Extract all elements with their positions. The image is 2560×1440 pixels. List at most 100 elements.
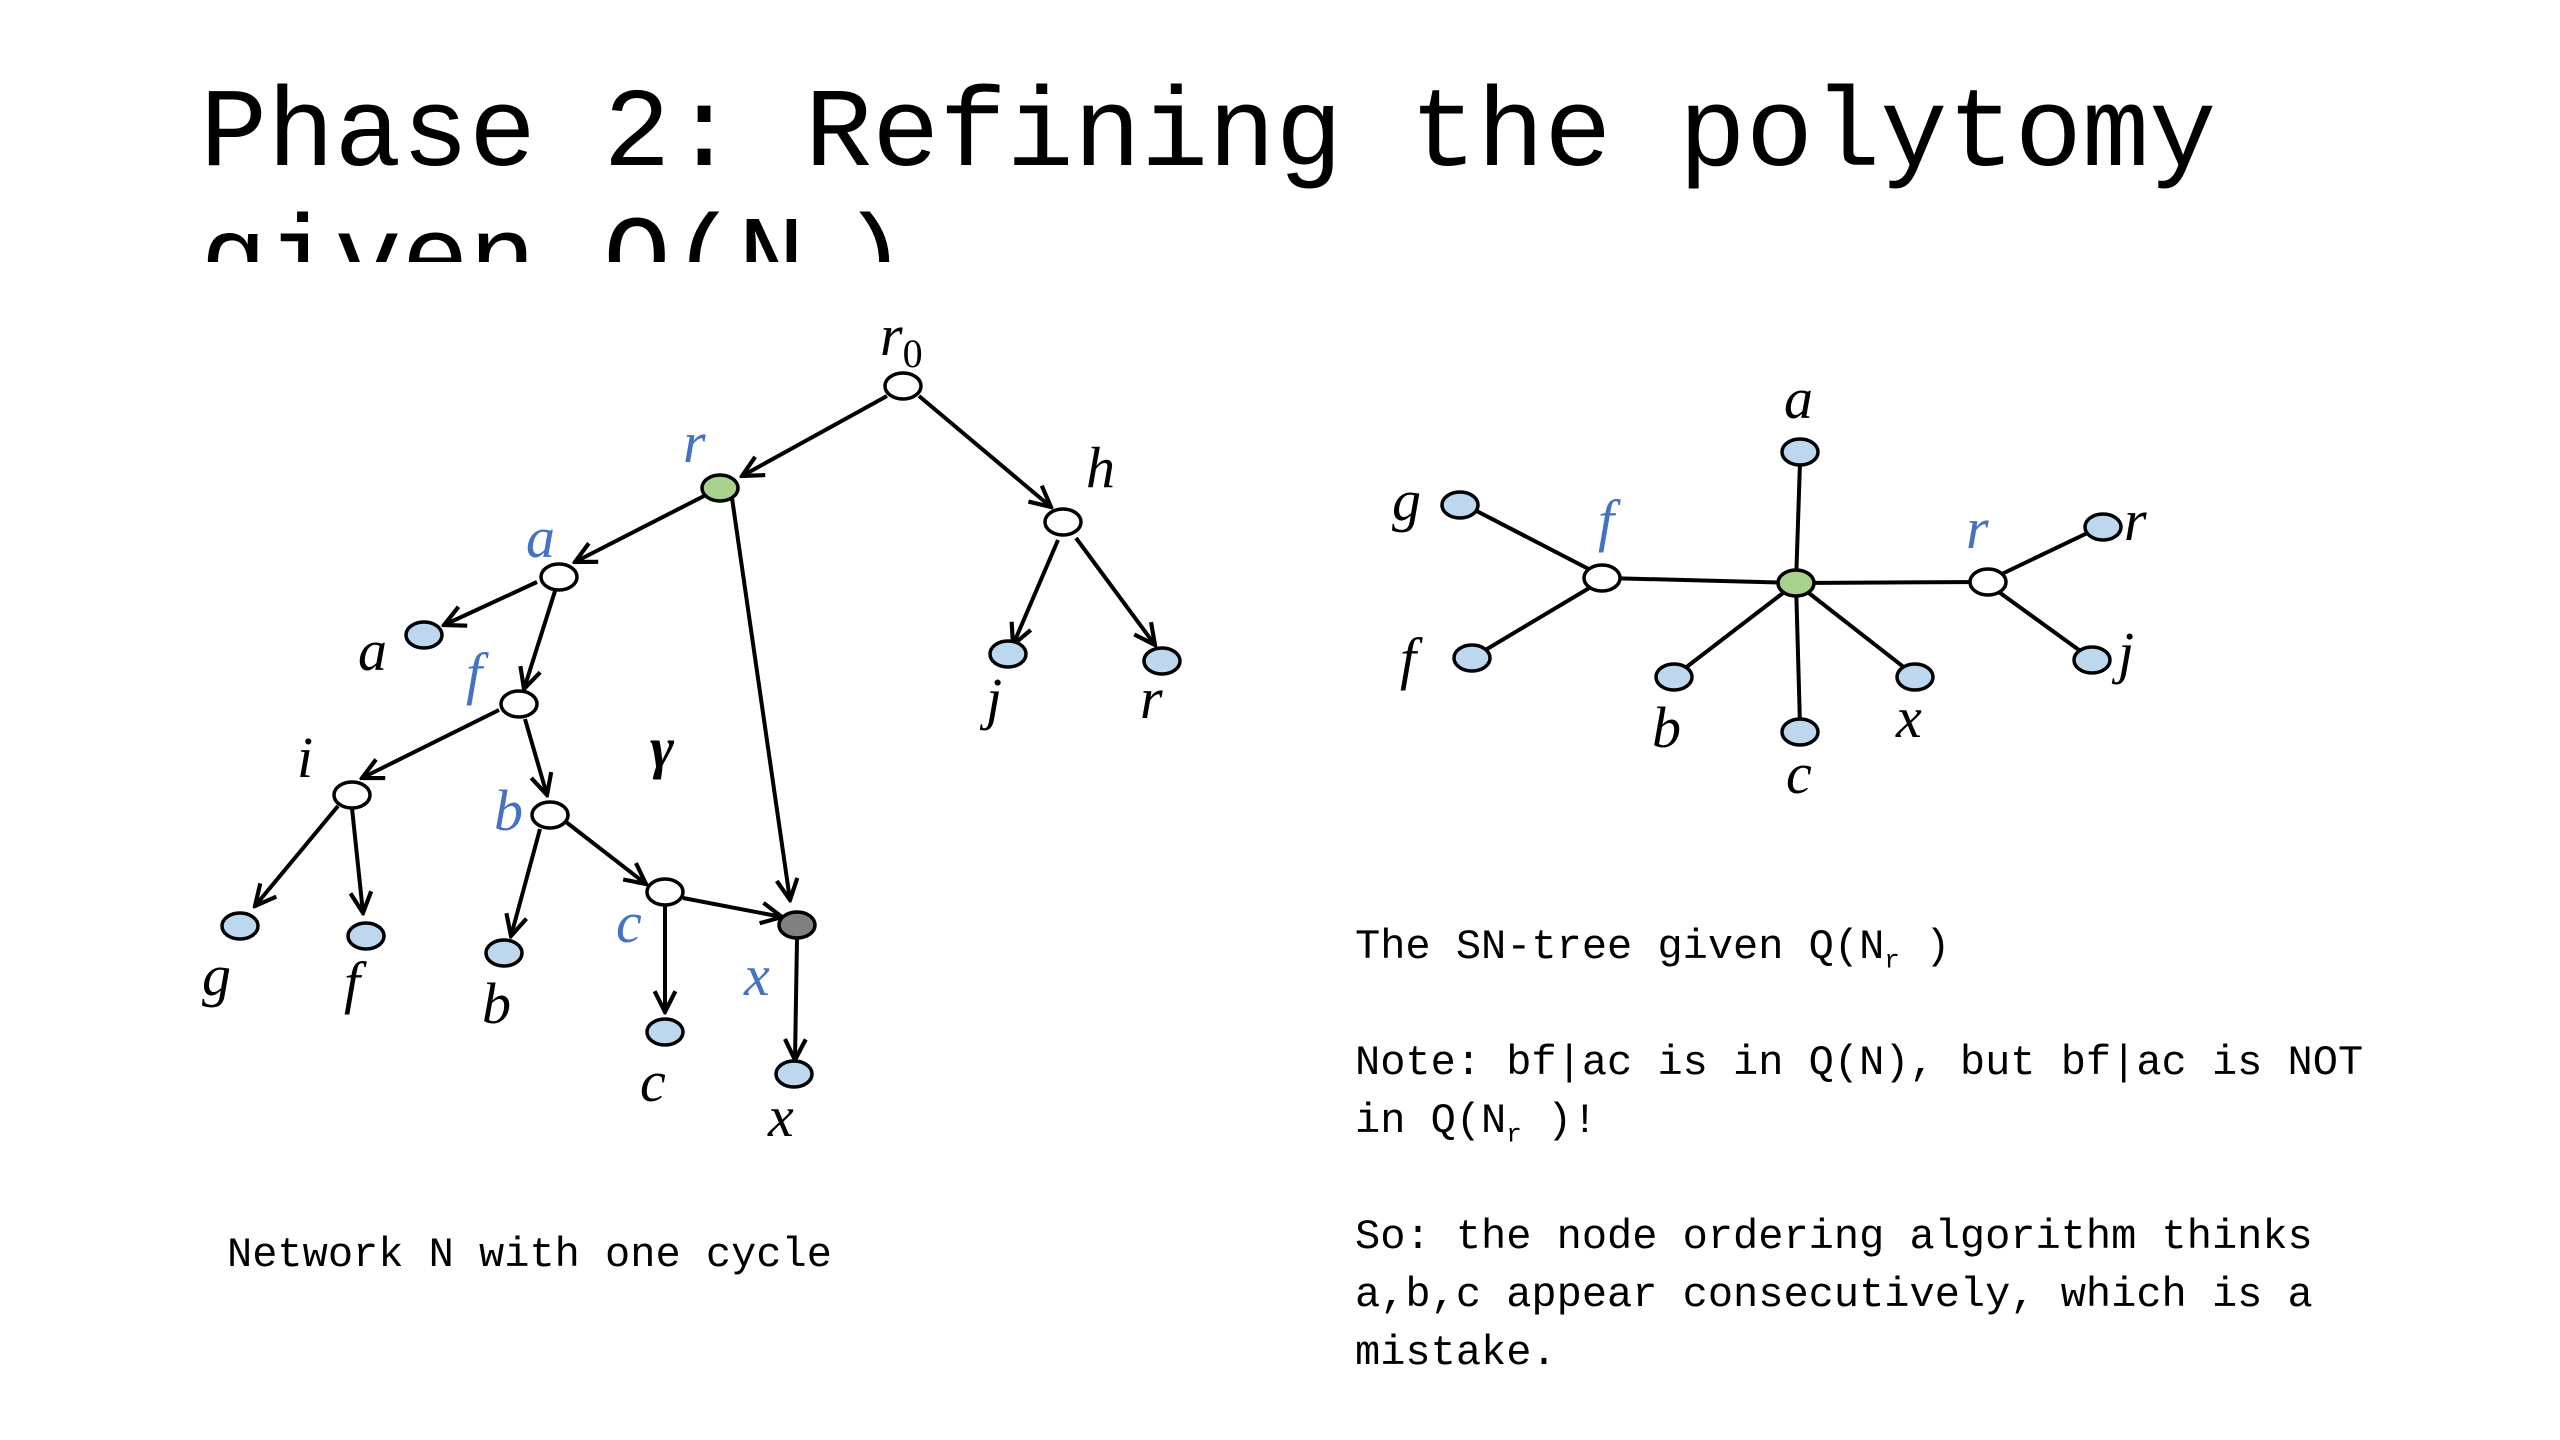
label-r: r (683, 410, 706, 475)
so-line-3: mistake. (1355, 1329, 1557, 1377)
leaf-j (988, 639, 1028, 669)
edge-r0-h (917, 394, 1051, 507)
sn-edge-center-b (1678, 581, 1798, 674)
node-h (1043, 507, 1083, 537)
node-x-hybrid (777, 910, 817, 940)
label-b-internal: b (494, 778, 523, 843)
sn-label-r-leaf: r (2124, 488, 2147, 553)
edge-r0-r (742, 394, 888, 476)
sn-label-b: b (1652, 695, 1681, 760)
label-x-leaf: x (767, 1084, 794, 1149)
sn-label-r-internal: r (1966, 496, 1989, 561)
edge-h-rleaf (1074, 536, 1155, 645)
sn-edge-center-x (1794, 581, 1912, 674)
sn-leaf-x (1895, 662, 1935, 692)
sn-edge-f-fleaf (1475, 576, 1608, 657)
so-line-2: a,b,c appear consecutively, which is a (1355, 1271, 2313, 1319)
network-labels: r0 r h a a f i γ b c x j r g f b c x (202, 303, 1163, 1149)
label-a-leaf: a (358, 618, 387, 683)
edge-h-j (1013, 539, 1060, 645)
label-r-leaf: r (1140, 666, 1163, 731)
label-f-leaf: f (344, 950, 367, 1015)
sn-edge-f-g (1464, 503, 1607, 580)
sn-leaf-b (1654, 662, 1694, 692)
sn-label-g: g (1392, 468, 1421, 533)
sn-edge-center-c (1794, 582, 1802, 726)
edge-r-x (730, 497, 790, 900)
so-line-1: So: the node ordering algorithm thinks (1355, 1213, 2313, 1261)
sn-leaf-g (1440, 490, 1480, 520)
leaf-f (346, 921, 386, 951)
sn-edge-r-j (1983, 580, 2092, 660)
network-nodes (220, 371, 1182, 1089)
leaf-a (404, 620, 444, 650)
sn-tree-nodes (1440, 437, 2123, 747)
slide-title: Phase 2: Refining the polytomy given Q(N… (200, 72, 2217, 262)
sn-leaf-a (1780, 437, 1820, 467)
label-r0: r0 (880, 303, 923, 376)
sn-edge-center-a (1794, 461, 1802, 584)
leaf-b (484, 938, 524, 968)
sn-edge-center-r (1795, 580, 1986, 585)
label-f-internal: f (466, 641, 489, 706)
edge-f-b (523, 718, 547, 795)
sn-edge-center-f (1605, 576, 1797, 585)
node-r0 (883, 371, 923, 401)
sn-edge-r-rleaf (1984, 525, 2101, 584)
sn-node-r (1968, 567, 2008, 597)
sn-label-c: c (1786, 741, 1812, 806)
label-g: g (202, 943, 231, 1008)
leaf-c (645, 1017, 685, 1047)
edge-f-i (362, 708, 500, 778)
node-b (530, 800, 570, 830)
edge-r-a (575, 494, 705, 562)
label-gamma: γ (650, 715, 675, 780)
sn-tree-caption: The SN-tree given Q(Nr ) (1355, 923, 1951, 976)
edge-b-bleaf (511, 828, 542, 936)
sn-leaf-f (1452, 643, 1492, 673)
sn-node-f (1582, 563, 1622, 593)
label-c-internal: c (616, 890, 642, 955)
note-line-2: in Q(Nr )! (1355, 1097, 1598, 1150)
label-a-internal: a (526, 505, 555, 570)
leaf-r (1142, 646, 1182, 676)
label-i: i (297, 725, 313, 790)
network-caption: Network N with one cycle (227, 1231, 832, 1279)
note-line-1: Note: bf|ac is in Q(N), but bf|ac is NOT (1355, 1039, 2364, 1087)
node-f (499, 689, 539, 719)
label-x-internal: x (743, 943, 770, 1008)
sn-label-j: j (2111, 620, 2134, 685)
leaf-x (774, 1059, 814, 1089)
edge-c-x (682, 896, 782, 917)
so-paragraph: So: the node ordering algorithm thinks a… (1355, 1208, 2545, 1382)
note-paragraph: Note: bf|ac is in Q(N), but bf|ac is NOT… (1355, 1034, 2545, 1163)
label-b-leaf: b (482, 971, 511, 1036)
node-a (539, 562, 579, 592)
edge-x-xleaf (795, 938, 797, 1060)
sn-tree-labels: a g f r r f j b x c (1392, 366, 2147, 806)
edge-i-fleaf (352, 807, 363, 913)
edge-a-aleaf (444, 580, 538, 625)
sn-leaf-j (2072, 645, 2112, 675)
edge-b-c (564, 820, 646, 884)
sn-label-x: x (1895, 685, 1922, 750)
leaf-g (220, 911, 260, 941)
sn-label-f-internal: f (1598, 488, 1621, 553)
node-i (332, 780, 372, 810)
label-c-leaf: c (640, 1049, 666, 1114)
edge-a-f (524, 590, 557, 689)
sn-label-a: a (1784, 366, 1813, 431)
label-h: h (1086, 435, 1115, 500)
network-diagram (255, 394, 1155, 1060)
sn-node-center (1776, 568, 1816, 598)
edge-i-g (255, 804, 340, 906)
node-c (645, 877, 685, 907)
sn-tree-diagram (1464, 461, 2101, 726)
sn-leaf-r (2083, 512, 2123, 542)
title-container: Phase 2: Refining the polytomy given Q(N… (200, 72, 2500, 262)
label-j: j (979, 666, 1002, 731)
sn-label-f-leaf: f (1400, 626, 1423, 691)
node-r (700, 473, 740, 503)
sn-leaf-c (1780, 717, 1820, 747)
